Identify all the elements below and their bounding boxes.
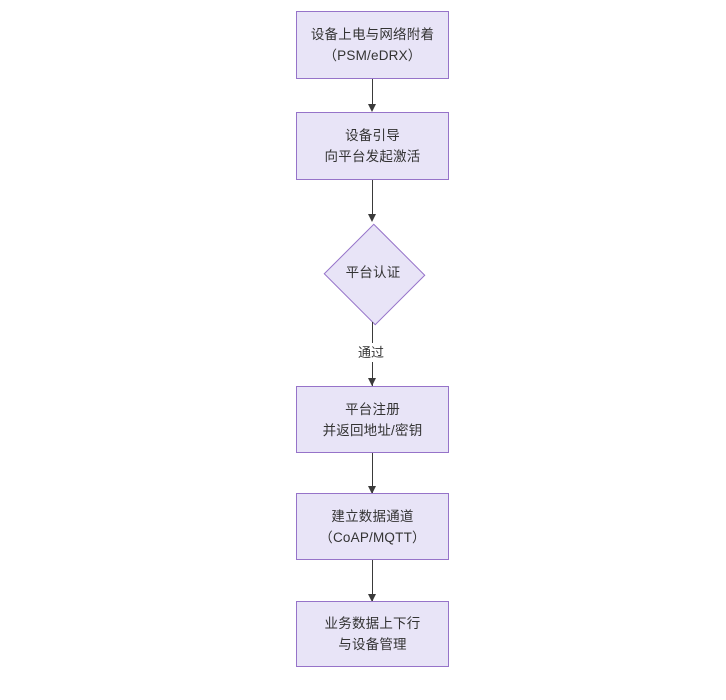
flow-node-bootstrap[interactable]: 设备引导 向平台发起激活 — [296, 112, 449, 180]
flow-node-power-on-line1: 设备上电与网络附着 — [310, 27, 435, 42]
flow-node-power-on[interactable]: 设备上电与网络附着 （PSM/eDRX） — [296, 11, 449, 79]
flow-node-channel-line1: 建立数据通道 — [331, 508, 414, 524]
flow-node-auth-decision[interactable]: 平台认证 — [322, 223, 425, 325]
flow-node-service-line1: 业务数据上下行 — [324, 616, 421, 631]
arrow-head-icon — [368, 486, 376, 494]
flow-connector-power-on-to-bootstrap — [372, 79, 373, 107]
flow-node-register-line2: 并返回地址/密钥 — [322, 422, 423, 438]
arrow-head-icon — [368, 214, 376, 222]
flow-node-channel[interactable]: 建立数据通道 （CoAP/MQTT） — [296, 493, 449, 560]
flow-node-service-line2: 与设备管理 — [338, 637, 407, 652]
edge-label-pass: 通过 — [356, 343, 387, 362]
arrow-head-icon — [368, 594, 376, 602]
flow-node-bootstrap-line1: 设备引导 — [345, 128, 400, 143]
flow-connector-bootstrap-to-auth — [372, 180, 373, 216]
flow-node-power-on-line2: （PSM/eDRX） — [323, 48, 422, 63]
flow-node-register-line1: 平台注册 — [345, 401, 400, 417]
flow-node-channel-line2: （CoAP/MQTT） — [319, 529, 426, 545]
flow-node-auth-label: 平台认证 — [345, 265, 401, 280]
flow-node-register[interactable]: 平台注册 并返回地址/密钥 — [296, 386, 449, 453]
flow-connector-register-to-channel — [372, 453, 373, 493]
arrow-head-icon — [368, 104, 376, 112]
flow-node-service[interactable]: 业务数据上下行 与设备管理 — [296, 601, 449, 667]
flow-connector-channel-to-service — [372, 560, 373, 601]
arrow-head-icon — [368, 378, 376, 386]
flow-node-bootstrap-line2: 向平台发起激活 — [324, 149, 421, 164]
